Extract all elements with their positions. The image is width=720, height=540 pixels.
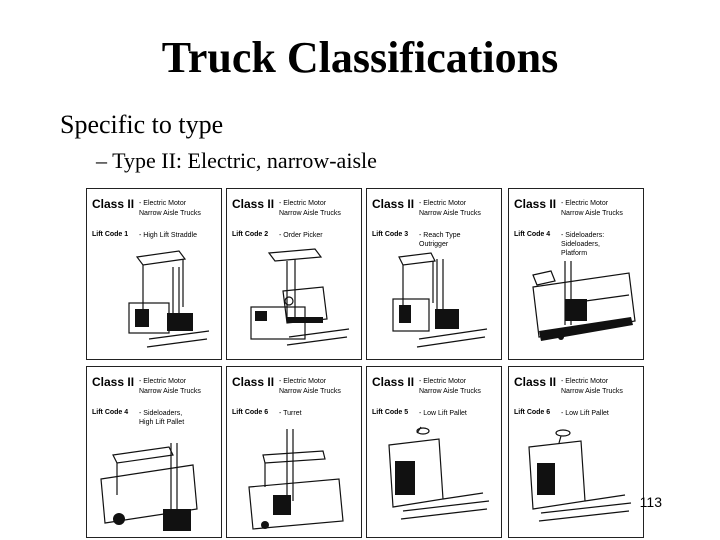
class-label: Class II xyxy=(372,375,415,389)
low-lift-pallet-truck-illustration xyxy=(388,426,490,520)
lift-code-label: Lift Code 5 xyxy=(372,409,409,416)
lift-code-label: Lift Code 2 xyxy=(232,231,269,238)
class-label: Class II xyxy=(514,197,557,211)
lift-code-label: Lift Code 4 xyxy=(92,409,129,416)
class-label: Class II xyxy=(92,375,135,389)
lift-code-label: Lift Code 3 xyxy=(372,231,409,238)
order-picker-truck-illustration xyxy=(250,248,350,346)
lift-code-label: Lift Code 6 xyxy=(232,409,269,416)
truck-type-name: - High Lift Straddle xyxy=(139,232,197,239)
sideloader-platform-truck-illustration xyxy=(532,261,636,341)
page-number: 113 xyxy=(639,494,662,510)
sideloader-high-lift-pallet-truck-illustration xyxy=(100,443,198,531)
truck-type-name: - Sideloaders:Sideloaders,Platform xyxy=(561,232,605,257)
bullet-type-ii: – Type II: Electric, narrow-aisle xyxy=(96,148,377,173)
bullet-specific-to-type: Specific to type xyxy=(60,110,224,139)
reach-truck-illustration xyxy=(392,252,488,348)
class-label: Class II xyxy=(232,197,275,211)
truck-type-name: - Order Picker xyxy=(279,232,323,239)
truck-type-name: - Sideloaders,High Lift Pallet xyxy=(139,410,185,426)
truck-type-name: - Turret xyxy=(279,410,302,417)
truck-type-name: - Low Lift Pallet xyxy=(561,410,609,417)
class-label: Class II xyxy=(514,375,557,389)
class-label: Class II xyxy=(372,197,415,211)
high-lift-straddle-truck-illustration xyxy=(128,250,210,348)
slide-title: Truck Classifications xyxy=(161,33,559,82)
class-label: Class II xyxy=(232,375,275,389)
lift-code-label: Lift Code 6 xyxy=(514,409,551,416)
class-label: Class II xyxy=(92,197,135,211)
lift-code-label: Lift Code 1 xyxy=(92,231,129,238)
turret-truck-illustration xyxy=(248,429,344,530)
truck-type-name: - Low Lift Pallet xyxy=(419,410,467,417)
low-lift-pallet-rider-truck-illustration xyxy=(528,429,632,522)
lift-code-label: Lift Code 4 xyxy=(514,231,551,238)
